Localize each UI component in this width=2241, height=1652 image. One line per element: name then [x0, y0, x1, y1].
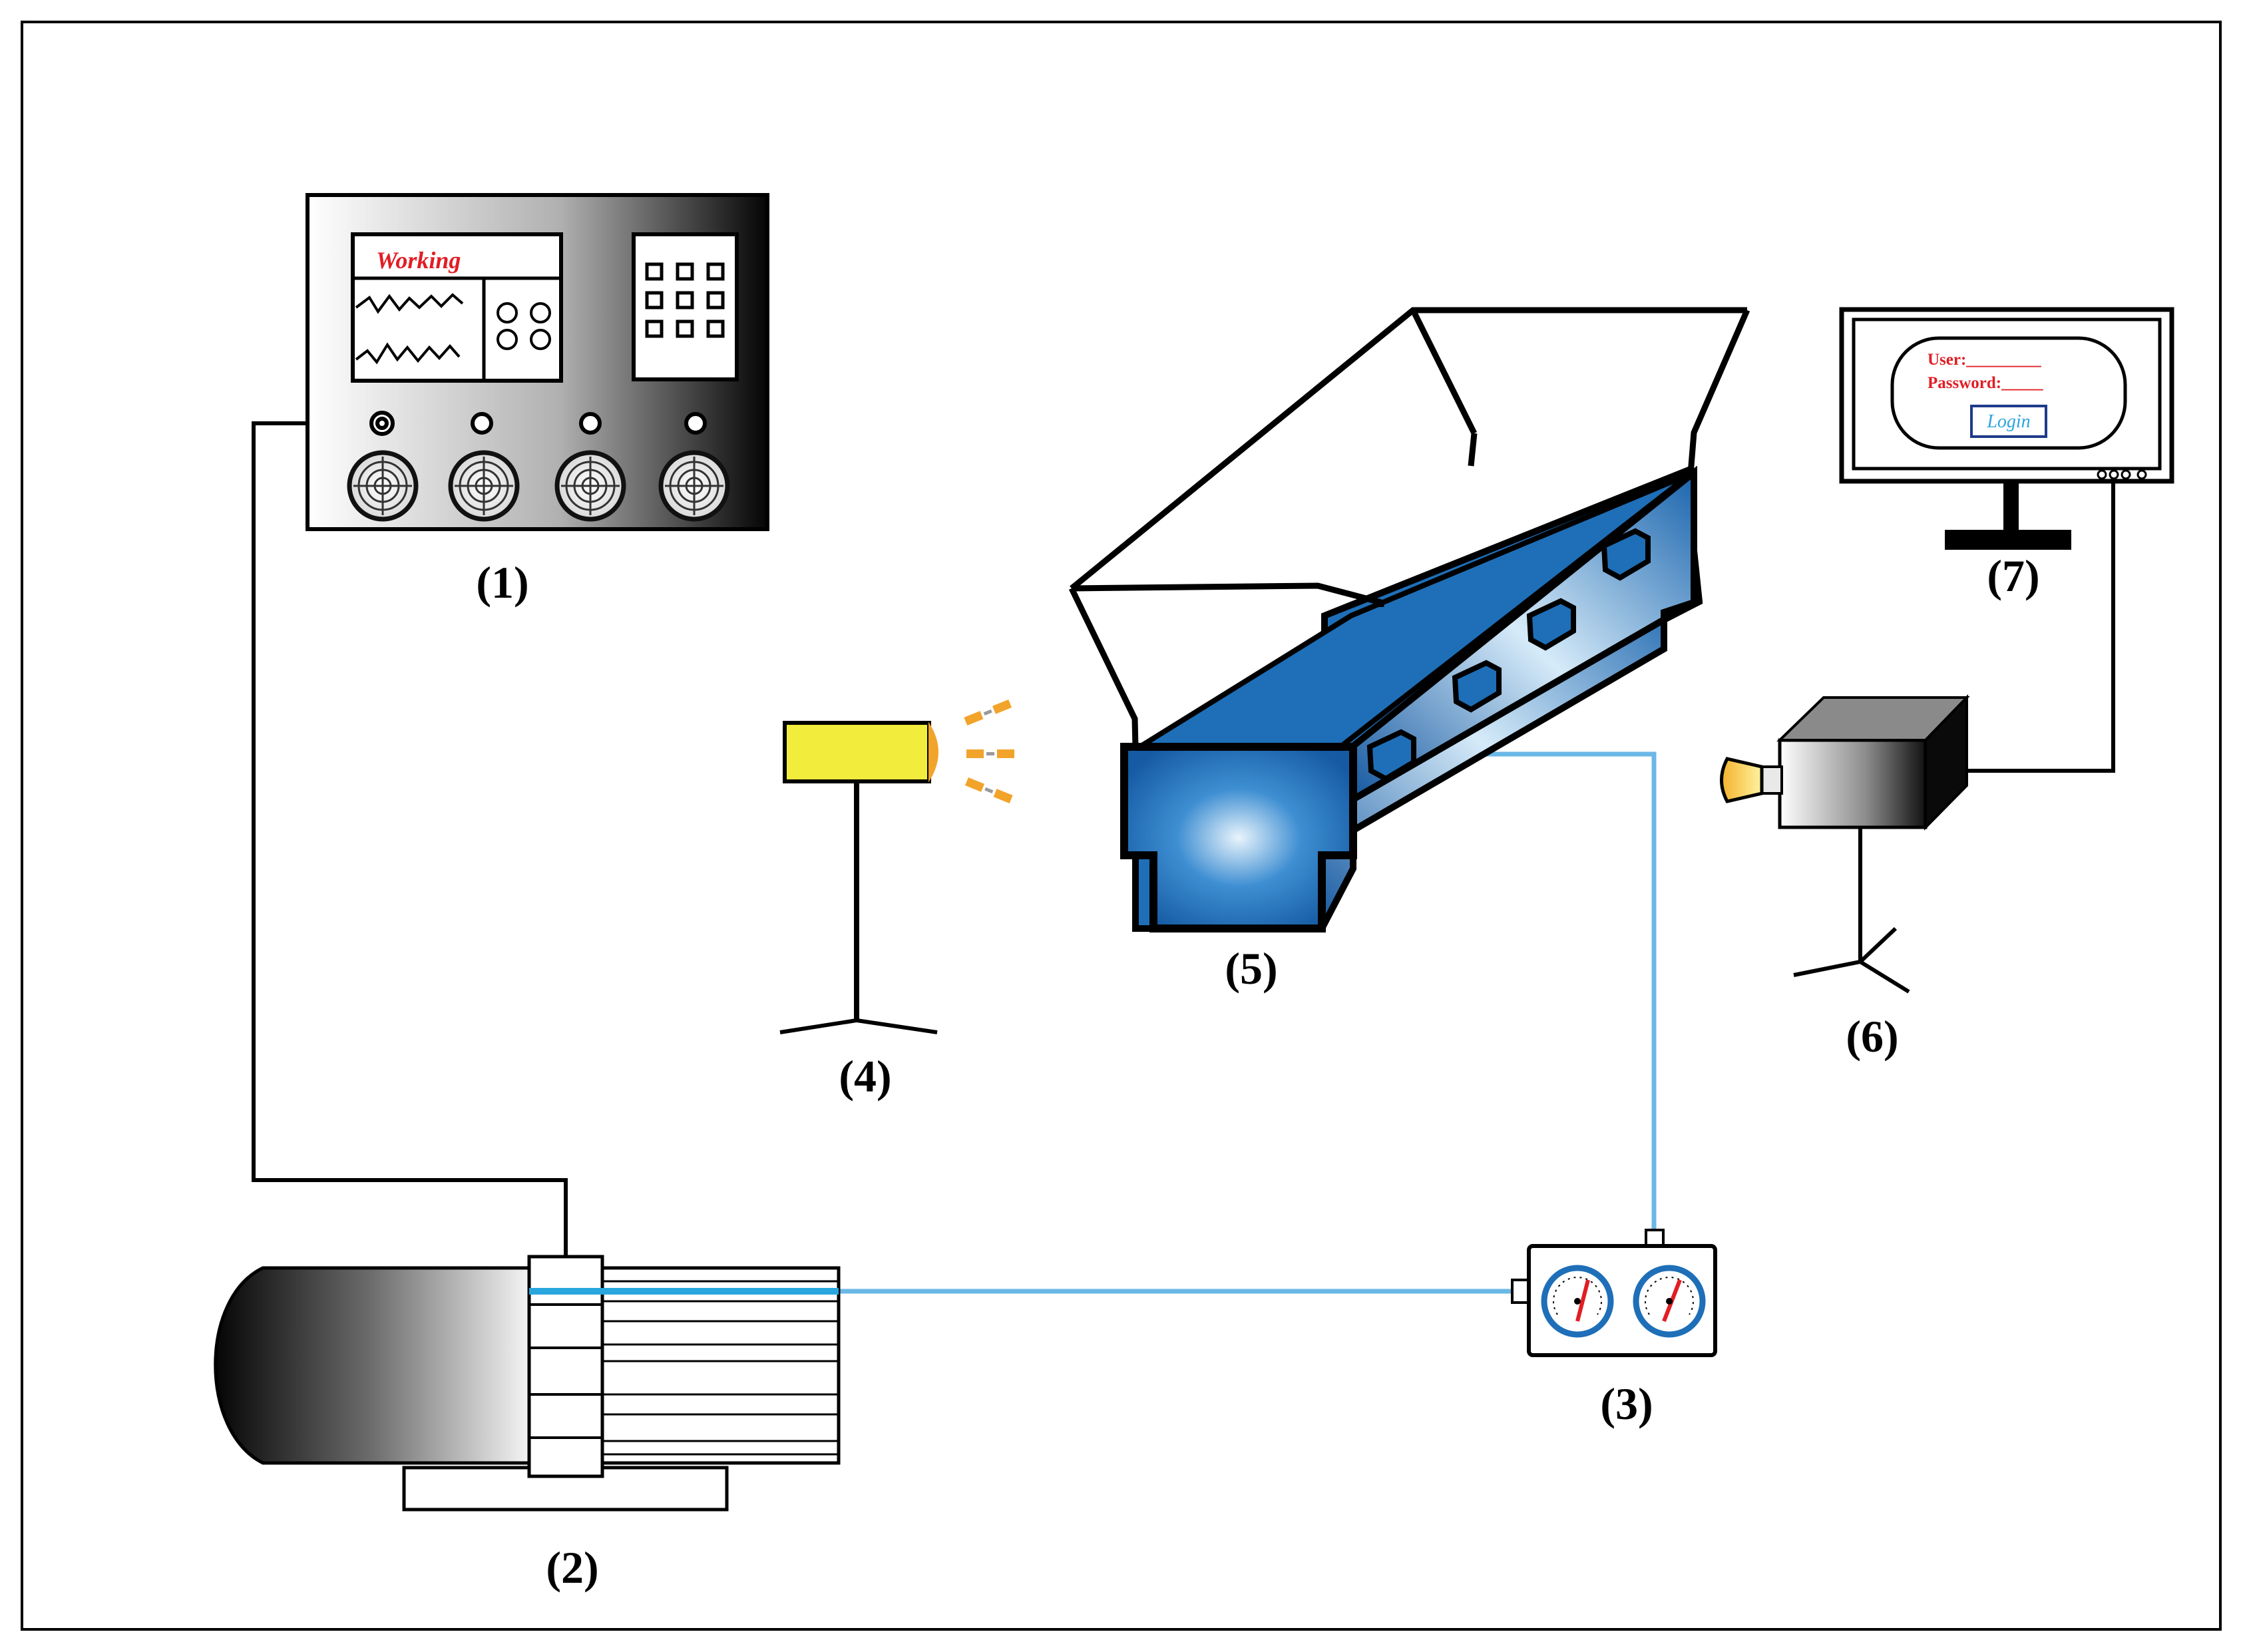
fan-icon	[554, 450, 626, 522]
channel-ports	[1366, 528, 1651, 782]
pump-motor	[214, 1266, 531, 1465]
label-camera: (6)	[1846, 1011, 1898, 1062]
keypad-buttons[interactable]	[645, 262, 725, 338]
vacuum-pump: (2)	[214, 1255, 841, 1593]
channel-front-face	[1120, 743, 1357, 932]
waveform-icon	[355, 293, 464, 314]
pressure-gauges: (3)	[1511, 1229, 1717, 1429]
lamp-body	[783, 721, 931, 783]
pipe-channel-to-gauges	[1401, 751, 1657, 1230]
login-panel	[1890, 336, 2127, 450]
camera: (6)	[1720, 694, 1970, 1062]
label-light: (4)	[839, 1051, 891, 1102]
label-monitor: (7)	[1987, 550, 2039, 601]
controller-status-text: Working	[376, 247, 461, 274]
camera-cable	[1967, 477, 2115, 773]
fan-icon	[658, 450, 730, 522]
controller-ports	[369, 411, 707, 436]
controller-unit: Working	[306, 193, 769, 608]
controller-display	[351, 232, 563, 383]
monitor-stand	[1945, 530, 2071, 550]
login-button[interactable]	[1970, 405, 2047, 438]
camera-lens-icon	[1720, 757, 1764, 803]
figure-border	[21, 21, 2222, 1631]
login-button-label[interactable]: Login	[1986, 411, 2030, 432]
label-channel: (5)	[1225, 943, 1277, 994]
light-source: (4)	[779, 699, 1014, 1102]
fan-icon	[347, 450, 419, 522]
channel-hopper	[1068, 307, 1750, 748]
gauge-icon	[1633, 1265, 1706, 1338]
gauge-icon	[1541, 1265, 1614, 1338]
waveform-icon	[355, 342, 461, 365]
monitor-buttons[interactable]	[2097, 469, 2147, 480]
label-gauges: (3)	[1600, 1378, 1653, 1429]
label-controller: (1)	[476, 557, 528, 608]
fan-icon	[448, 450, 520, 522]
username-label[interactable]: User:_________	[1928, 351, 2041, 369]
computer-monitor: User:_________ Password:_____ Login (7)	[1839, 307, 2174, 601]
control-cable	[252, 421, 568, 1257]
flow-channel: (5)	[1068, 307, 1750, 994]
cooling-fans	[347, 450, 730, 522]
password-label[interactable]: Password:_____	[1928, 374, 2043, 392]
camera-body	[1778, 738, 1928, 829]
light-rays-icon	[964, 699, 1014, 803]
label-pump: (2)	[546, 1542, 598, 1593]
